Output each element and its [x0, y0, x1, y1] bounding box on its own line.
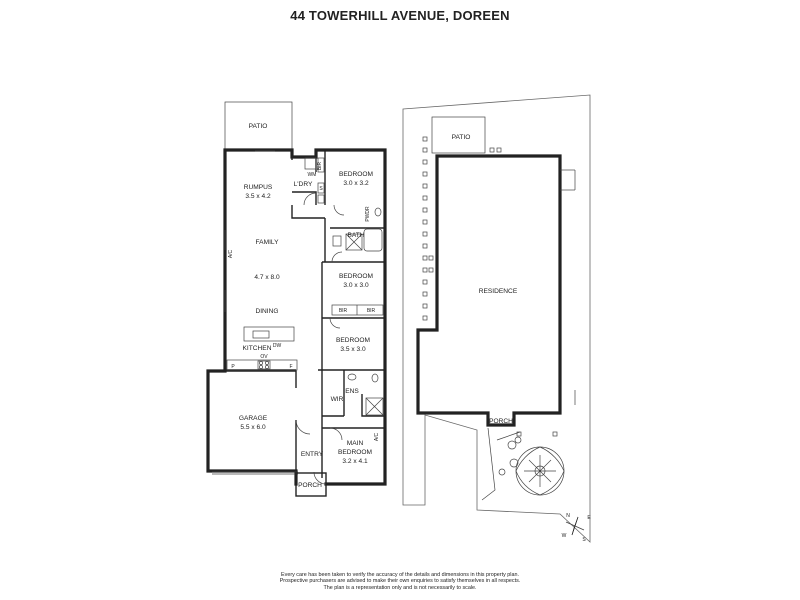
- label-porch: PORCH: [298, 482, 322, 489]
- ensuite-shower-icon: [365, 397, 384, 416]
- site-patio: [431, 116, 486, 154]
- label-site-patio: PATIO: [452, 134, 471, 141]
- compass-n: N: [566, 513, 570, 519]
- label-fridge: F: [289, 364, 292, 370]
- label-site-porch: PORCH: [489, 418, 513, 425]
- label-bir-2: BIR: [339, 308, 348, 314]
- label-s: S: [319, 186, 323, 192]
- label-rumpus: RUMPUS: [244, 184, 273, 191]
- label-ac-2: A/C: [374, 432, 380, 441]
- label-main-bedroom-2: BEDROOM: [338, 449, 372, 456]
- page-title: 44 TOWERHILL AVENUE, DOREEN: [290, 8, 510, 23]
- label-bedroom-3: BEDROOM: [336, 337, 370, 344]
- label-patio: PATIO: [249, 123, 268, 130]
- label-family-size: 4.7 x 8.0: [254, 274, 280, 281]
- label-laundry: L'DRY: [294, 181, 313, 188]
- residence-footprint[interactable]: [416, 154, 562, 427]
- label-pwdr: PWDR: [365, 206, 371, 222]
- label-family: FAMILY: [256, 239, 280, 246]
- label-ac: A/C: [228, 249, 234, 258]
- label-wm: WM: [308, 172, 317, 178]
- disclaimer-line: The plan is a representation only and is…: [323, 584, 477, 591]
- label-bir: BIR: [317, 161, 323, 170]
- label-bir-3: BIR: [367, 308, 376, 314]
- compass-e: E: [587, 515, 591, 521]
- shower-icon: [345, 233, 363, 251]
- property-boundary: [402, 94, 591, 543]
- label-main-bedroom-size: 3.2 x 4.1: [342, 458, 368, 465]
- label-ov: OV: [260, 354, 268, 360]
- ensuite-toilet-icon: [371, 373, 379, 383]
- laundry-sink-icon: [317, 182, 325, 194]
- label-bedroom-1: BEDROOM: [339, 171, 373, 178]
- path-markers: [422, 136, 558, 437]
- compass-icon: N E W S: [562, 513, 592, 543]
- label-bedroom-2-size: 3.0 x 3.0: [343, 282, 369, 289]
- floor-plan-house: PATIO RUMPUS 3.5 x 4.2 FAMILY 4.7 x 8.0 …: [206, 101, 387, 497]
- disclaimer-line: Every care has been taken to verify the …: [281, 572, 519, 578]
- label-pantry: P: [231, 364, 235, 370]
- tree-icon: [515, 446, 565, 496]
- compass-w: W: [562, 533, 567, 539]
- label-bedroom-3-size: 3.5 x 3.0: [340, 346, 366, 353]
- label-garage-size: 5.5 x 6.0: [240, 424, 266, 431]
- label-bedroom-2: BEDROOM: [339, 273, 373, 280]
- label-ens: ENS: [345, 388, 359, 395]
- site-plan: PATIO RESIDENCE PORCH N E W S: [402, 94, 592, 543]
- compass-s: S: [582, 537, 586, 543]
- label-wir: WIR: [331, 396, 344, 403]
- disclaimer-line: Prospective purchasers are advised to ma…: [279, 578, 521, 585]
- interior-walls: [208, 150, 385, 478]
- label-dining: DINING: [255, 308, 278, 315]
- label-entry: ENTRY: [301, 451, 324, 458]
- toilet-icon: [374, 207, 382, 217]
- label-bedroom-1-size: 3.0 x 3.2: [343, 180, 369, 187]
- label-garage: GARAGE: [239, 415, 268, 422]
- label-rumpus-size: 3.5 x 4.2: [245, 193, 271, 200]
- label-bath: BATH: [347, 232, 364, 239]
- kitchen-island: [243, 326, 295, 342]
- disclaimer: Every care has been taken to verify the …: [150, 572, 650, 591]
- label-residence: RESIDENCE: [479, 288, 518, 295]
- bathtub-icon: [363, 228, 383, 252]
- label-main-bedroom: MAIN: [347, 440, 364, 447]
- shrub-icon: [498, 436, 522, 476]
- porch-area: [295, 472, 327, 497]
- ensuite-basin-icon: [347, 373, 357, 381]
- label-kitchen: KITCHEN: [243, 345, 272, 352]
- label-dw: DW: [273, 343, 282, 349]
